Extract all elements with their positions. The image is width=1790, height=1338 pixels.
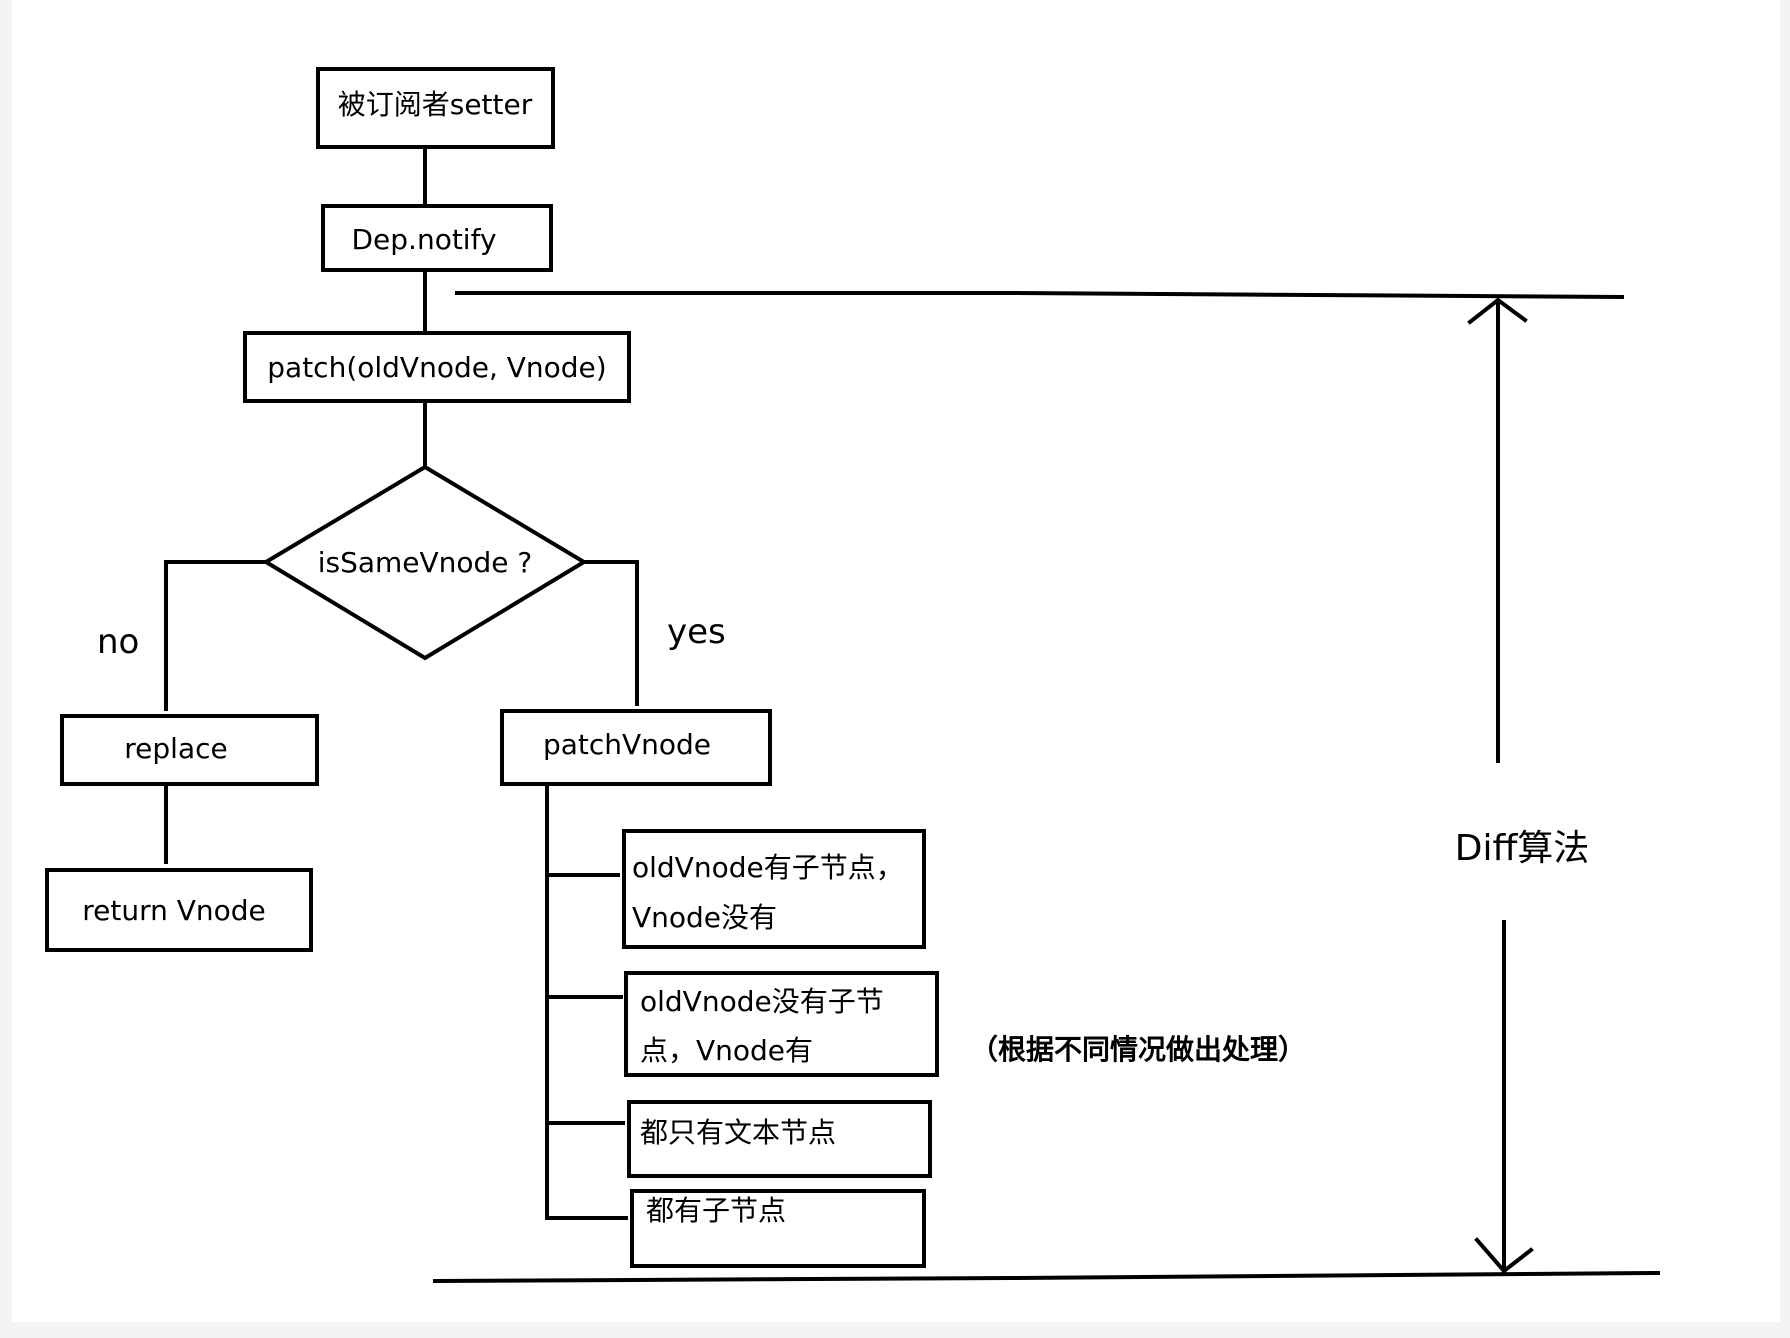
node-case-both-children: 都有子节点 bbox=[630, 1189, 926, 1268]
node-patch-vnode: patchVnode bbox=[500, 709, 772, 786]
node-case-text-only: 都只有文本节点 bbox=[627, 1100, 932, 1178]
node-label: return Vnode bbox=[82, 894, 266, 927]
cases-note: （根据不同情况做出处理） bbox=[970, 1033, 1306, 1066]
node-is-same-vnode: isSameVnode ? bbox=[262, 464, 588, 661]
edge-no-branch bbox=[164, 560, 268, 711]
node-subscriber-setter: 被订阅者setter bbox=[316, 67, 555, 149]
node-label: 被订阅者setter bbox=[338, 88, 533, 121]
node-patch: patch(oldVnode, Vnode) bbox=[243, 331, 631, 403]
node-label: Dep.notify bbox=[351, 223, 496, 256]
node-label-line1: oldVnode没有子节 bbox=[640, 985, 884, 1018]
diff-span-marker: Diff算法 bbox=[432, 291, 1661, 1284]
decision-label: isSameVnode ? bbox=[318, 546, 533, 579]
edge-yes-branch bbox=[582, 560, 639, 706]
node-dep-notify: Dep.notify bbox=[321, 204, 553, 272]
node-label: patch(oldVnode, Vnode) bbox=[267, 351, 606, 384]
edge-label-no: no bbox=[97, 622, 139, 662]
node-label: 都只有文本节点 bbox=[640, 1116, 836, 1149]
diff-bottom-boundary bbox=[432, 1270, 1661, 1284]
node-label: patchVnode bbox=[543, 728, 711, 761]
diff-top-boundary bbox=[455, 291, 1625, 300]
flowchart: 被订阅者setter Dep.notify patch(oldVnode, Vn… bbox=[45, 67, 1661, 1284]
node-return-vnode: return Vnode bbox=[45, 868, 313, 952]
node-label-line1: oldVnode有子节点， bbox=[632, 851, 904, 884]
diff-arrow-up-head bbox=[1467, 297, 1528, 325]
edge-label-yes: yes bbox=[667, 612, 726, 652]
node-case-old-has-children: oldVnode有子节点， Vnode没有 bbox=[622, 829, 926, 949]
node-label: replace bbox=[124, 732, 227, 765]
diagram-canvas: 被订阅者setter Dep.notify patch(oldVnode, Vn… bbox=[12, 0, 1780, 1322]
node-label-line2: Vnode没有 bbox=[632, 901, 777, 934]
connectors bbox=[164, 145, 639, 1220]
node-label: 都有子节点 bbox=[646, 1194, 786, 1227]
diff-arrow-down-head bbox=[1474, 1237, 1534, 1274]
diff-label: Diff算法 bbox=[1455, 828, 1590, 869]
node-label-line2: 点，Vnode有 bbox=[640, 1034, 813, 1067]
node-case-new-has-children: oldVnode没有子节 点，Vnode有 bbox=[624, 971, 939, 1077]
node-replace: replace bbox=[60, 714, 319, 786]
